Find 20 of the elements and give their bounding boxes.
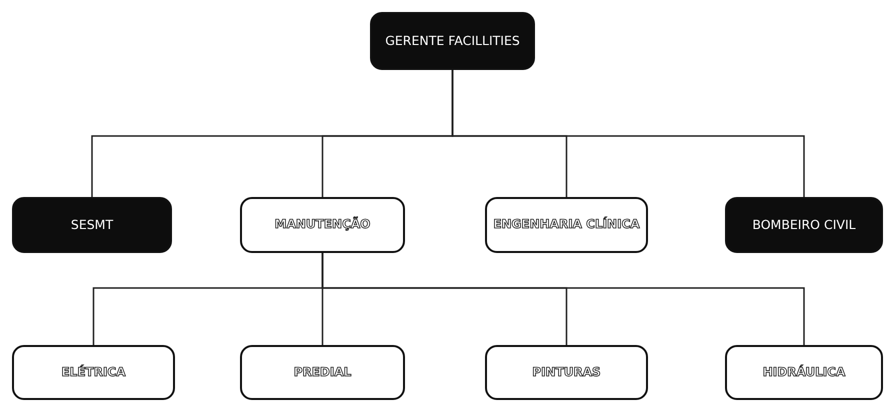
role-title: PINTURAS bbox=[531, 364, 602, 380]
connector-line bbox=[452, 70, 805, 197]
role-title: ELÉTRICA bbox=[60, 364, 127, 380]
role-title: PREDIAL bbox=[292, 364, 352, 380]
role-box bbox=[240, 197, 405, 253]
role-box bbox=[240, 345, 405, 400]
dark-role-box bbox=[725, 197, 883, 253]
role-title: HIDRÁULICA bbox=[762, 364, 847, 380]
role-box bbox=[485, 197, 648, 253]
role-box bbox=[485, 345, 648, 400]
role-box bbox=[725, 345, 883, 400]
dark-role-box bbox=[370, 12, 535, 70]
role-title: ENGENHARIA CLÍNICA bbox=[492, 217, 642, 233]
dark-role-box bbox=[12, 197, 172, 253]
role-title: MANUTENÇÃO bbox=[274, 217, 372, 233]
role-title: SESMT bbox=[70, 216, 114, 234]
role-title: BOMBEIRO CIVIL bbox=[751, 216, 857, 234]
role-title: GERENTE FACILLITIES bbox=[384, 32, 521, 50]
connector-line bbox=[322, 253, 805, 345]
role-box bbox=[12, 345, 175, 400]
